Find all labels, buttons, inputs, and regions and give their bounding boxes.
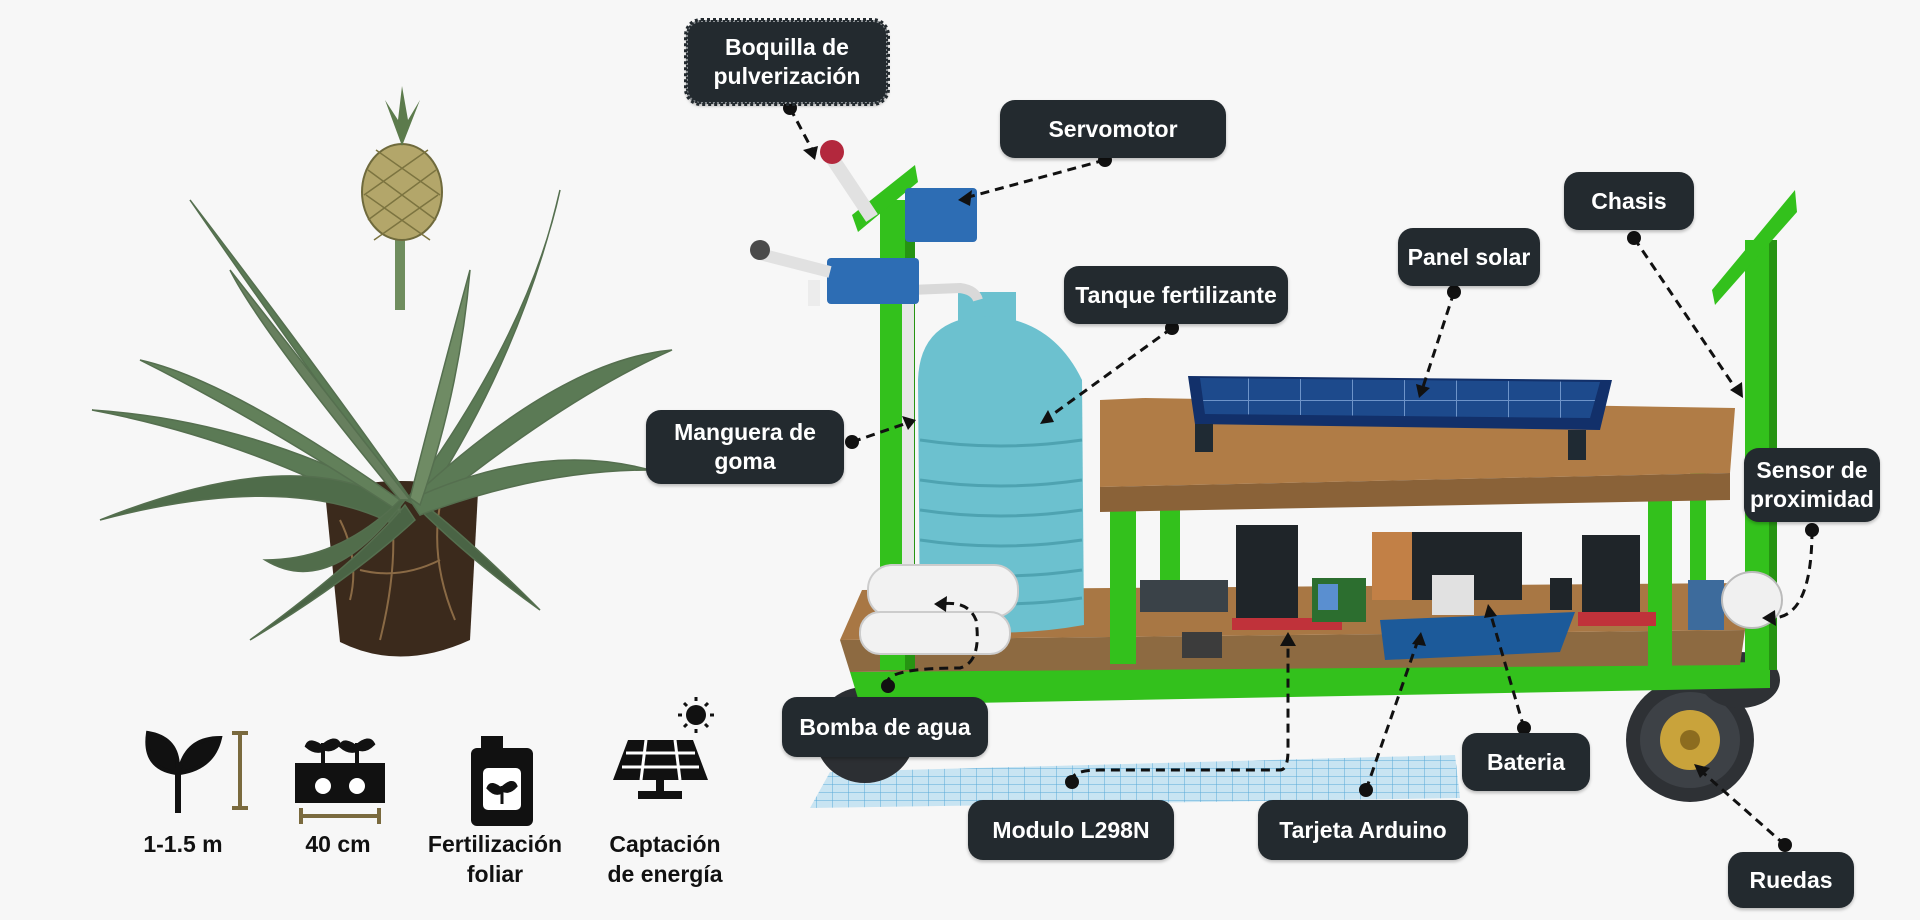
callout-manguera: Manguera de goma	[646, 410, 844, 484]
leader-arduino	[1364, 639, 1420, 791]
callout-bateria-text: Bateria	[1487, 748, 1565, 775]
feature-fertilization-label: Fertilización foliar	[427, 831, 563, 887]
feature-height-label: 1-1.5 m	[143, 831, 223, 857]
servo-upper	[905, 188, 977, 242]
leader-ruedas	[1699, 768, 1786, 847]
leader-bomba	[885, 601, 979, 687]
feature-spacing: 40 cm	[243, 823, 433, 859]
callout-ruedas-text: Ruedas	[1749, 866, 1833, 893]
pineapple-plant	[91, 86, 673, 657]
leader-bateria	[1488, 611, 1526, 729]
leader-sensor	[1769, 529, 1814, 620]
callout-arduino-text: Tarjeta Arduino	[1279, 816, 1447, 843]
leader-modulo	[1070, 640, 1290, 783]
callout-sensor-text: Sensor de proximidad	[1750, 457, 1874, 512]
callout-bomba: Bomba de agua	[782, 697, 988, 757]
feature-fertilization: Fertilización foliar	[400, 823, 590, 889]
leader-arrowheads	[803, 146, 1776, 778]
battery-right	[1578, 535, 1656, 626]
feature-energy: Captación de energía	[570, 823, 760, 889]
arduino-board	[1380, 575, 1575, 660]
solar-panel-icon	[613, 697, 714, 799]
water-pump	[859, 564, 1019, 655]
callout-tanque-text: Tanque fertilizante	[1075, 281, 1277, 308]
leader-lines	[788, 107, 1814, 847]
leader-servomotor	[964, 158, 1106, 200]
solar-panel	[1188, 376, 1612, 460]
feature-height: 1-1.5 m	[88, 823, 278, 859]
callout-sensor: Sensor de proximidad	[1744, 448, 1880, 522]
leader-manguera	[851, 420, 911, 444]
proximity-sensor	[1688, 571, 1783, 630]
plant-spacing-icon	[295, 738, 385, 824]
callout-boquilla: Boquilla de pulverización	[684, 18, 890, 106]
callout-boquilla-text: Boquilla de pulverización	[713, 34, 861, 89]
callout-chasis: Chasis	[1564, 172, 1694, 230]
feature-energy-label: Captación de energía	[607, 831, 723, 887]
callout-servomotor-text: Servomotor	[1048, 115, 1178, 142]
leader-panel	[1420, 291, 1456, 391]
callout-bomba-text: Bomba de agua	[799, 713, 971, 740]
callout-arduino: Tarjeta Arduino	[1258, 800, 1468, 860]
callout-modulo: Modulo L298N	[968, 800, 1174, 860]
callout-manguera-text: Manguera de goma	[674, 419, 816, 474]
callout-chasis-text: Chasis	[1591, 187, 1667, 214]
servo-lower	[827, 258, 919, 304]
callout-ruedas: Ruedas	[1728, 852, 1854, 908]
leader-chasis	[1632, 237, 1740, 393]
feature-spacing-label: 40 cm	[305, 831, 371, 857]
callout-bateria: Bateria	[1462, 733, 1590, 791]
callout-panel-text: Panel solar	[1407, 243, 1531, 270]
callout-servomotor: Servomotor	[1000, 100, 1226, 158]
callout-tanque: Tanque fertilizante	[1064, 266, 1288, 324]
leader-tanque	[1044, 326, 1173, 422]
plant-height-icon	[145, 730, 248, 813]
fertilizer-can-icon	[471, 736, 533, 826]
callout-modulo-text: Modulo L298N	[992, 816, 1150, 843]
front-wheel	[1626, 652, 1780, 802]
leader-boquilla	[788, 107, 817, 156]
callout-panel: Panel solar	[1398, 228, 1540, 286]
